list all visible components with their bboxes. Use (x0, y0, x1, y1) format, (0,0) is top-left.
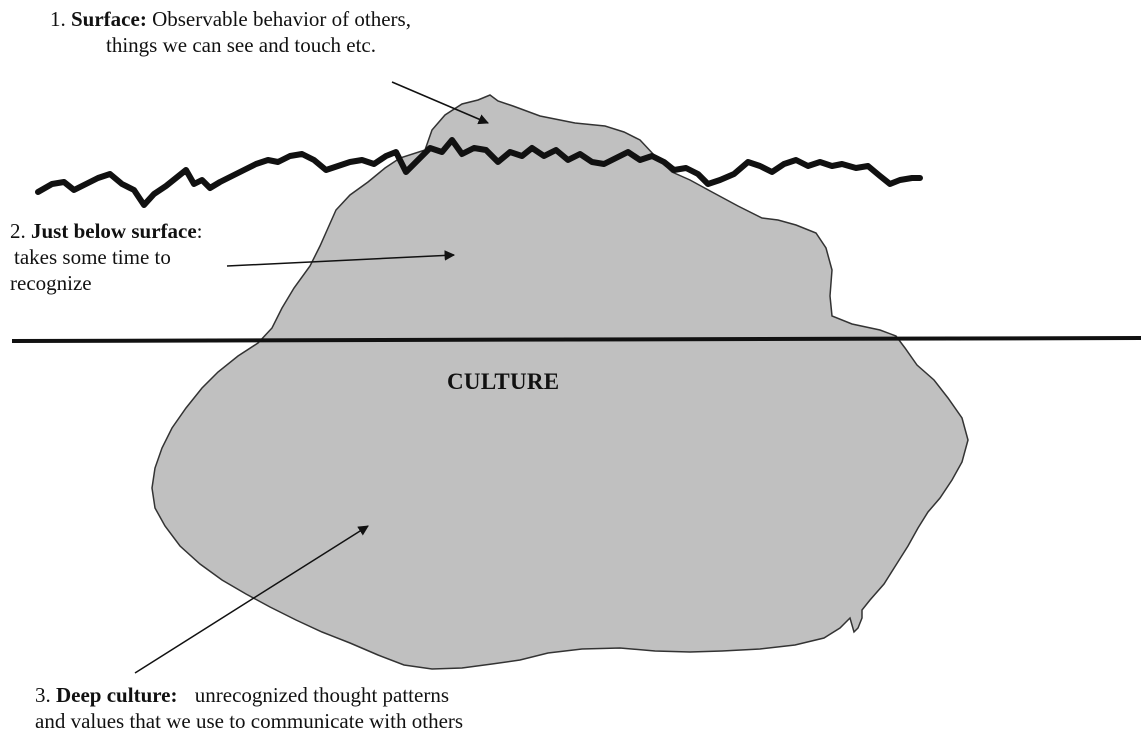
surface-desc-line2: things we can see and touch etc. (106, 33, 376, 57)
surface-title: Surface: (71, 7, 147, 31)
deep-culture-title: Deep culture: (56, 683, 178, 707)
deep-culture-desc-line2: and values that we use to communicate wi… (35, 709, 464, 733)
below-surface-label: 2. Just below surface: takes some time t… (10, 218, 203, 296)
arrow-below-surface (226, 250, 456, 267)
culture-heading: CULTURE (447, 369, 560, 394)
surface-desc-line1: Observable behavior of others, (152, 7, 411, 31)
below-surface-desc-line1: takes some time to (14, 245, 171, 269)
surface-number: 1. (50, 7, 66, 31)
deep-culture-desc-line1: unrecognized thought patterns (194, 683, 450, 707)
below-surface-colon: : (196, 219, 203, 243)
iceberg-shape (151, 94, 969, 670)
water-line (11, 336, 1142, 343)
water-surface-line (35, 137, 923, 208)
deep-culture-number: 3. (35, 683, 51, 707)
arrow-deep-culture (134, 525, 369, 674)
below-surface-title: Just below surface (31, 219, 197, 243)
deep-culture-label: 3. Deep culture: unrecognized thought pa… (35, 682, 463, 734)
surface-label: 1. Surface: Observable behavior of other… (50, 6, 411, 58)
arrow-surface (391, 81, 489, 125)
below-surface-desc-line2: recognize (10, 271, 92, 295)
below-surface-number: 2. (10, 219, 26, 243)
